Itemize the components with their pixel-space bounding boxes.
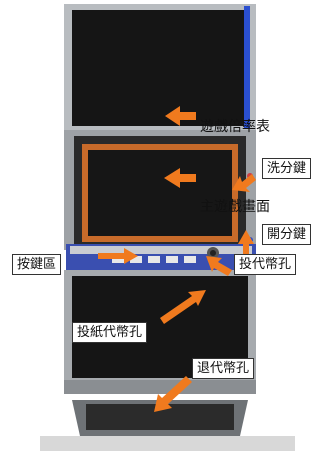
label-open-key: 開分鍵	[262, 224, 312, 245]
label-main-screen: 主遊戲畫面	[200, 199, 270, 215]
label-bill-slot: 投紙代幣孔	[72, 322, 148, 343]
cabinet-base	[64, 380, 256, 394]
label-button-area: 按鍵區	[12, 254, 62, 275]
panel-button	[112, 256, 124, 263]
arrow-coin-return	[154, 376, 192, 412]
arrows	[98, 106, 256, 412]
blue-trim-right-top	[244, 6, 250, 128]
label-payout-table: 遊戲倍率表	[200, 119, 270, 135]
panel-button	[184, 256, 196, 263]
arrow-main-screen	[164, 168, 196, 188]
control-panel-top	[70, 246, 252, 254]
main-screen	[88, 150, 232, 236]
arrow-bill-slot	[160, 290, 206, 324]
panel-button	[148, 256, 160, 263]
panel-button	[130, 256, 142, 263]
arrow-coin-slot	[206, 256, 232, 276]
label-wash-key: 洗分鍵	[262, 158, 312, 179]
floor	[40, 436, 295, 451]
label-coin-return: 退代幣孔	[192, 358, 255, 379]
arrow-payout-table	[165, 106, 196, 126]
label-coin-slot: 投代幣孔	[234, 254, 297, 275]
payout-table-panel	[72, 10, 248, 126]
arrow-wash-key	[232, 174, 256, 192]
arrow-open-key	[238, 230, 254, 256]
arrow-button-area	[98, 248, 138, 264]
panel-button	[166, 256, 178, 263]
